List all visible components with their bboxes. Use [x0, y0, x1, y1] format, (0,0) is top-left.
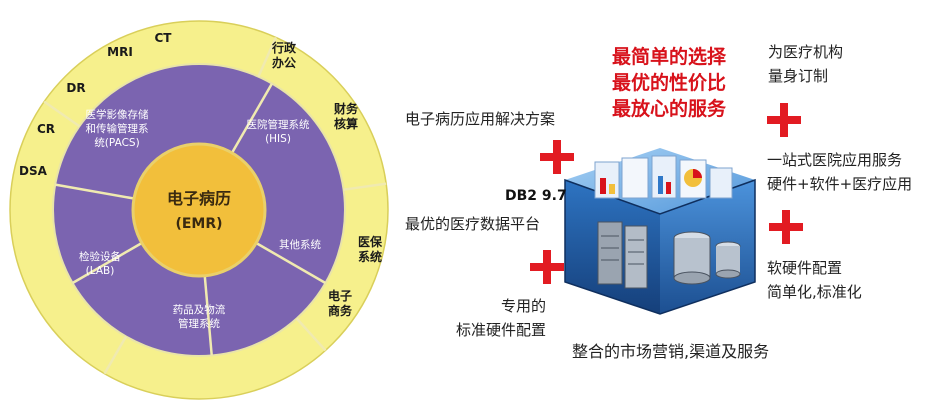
outer-label-dr: DR: [66, 81, 85, 95]
ring-divider: [43, 100, 81, 128]
slogan-best-value: 最优的性价比: [612, 72, 727, 94]
plus-icon: [530, 250, 564, 284]
slogan-simplest-choice: 最简单的选择: [612, 46, 727, 68]
dedicated-hardware-text: 专用的 标准硬件配置: [455, 297, 546, 339]
segment-pharmacy-label: 药品及物流管理系统: [173, 303, 226, 330]
center-subtitle: (EMR): [175, 216, 222, 232]
outer-label-mri: MRI: [107, 45, 133, 59]
ring-divider: [295, 317, 327, 352]
db2-title: DB2 9.7: [505, 188, 567, 204]
plus-icon: [767, 103, 801, 137]
outer-label-dsa: DSA: [19, 164, 48, 178]
tailored-text: 为医疗机构 量身订制: [768, 43, 844, 85]
config-text: 软硬件配置 简单化,标准化: [767, 259, 862, 301]
outer-label-finance: 财务核算: [333, 101, 359, 131]
db2-subtitle: 最优的医疗数据平台: [405, 215, 541, 233]
segment-his-label: 医院管理系统(HIS): [247, 118, 310, 145]
ring-divider: [203, 275, 213, 356]
plus-icon: [540, 140, 574, 174]
ring-divider: [230, 82, 274, 154]
ring-divider: [257, 36, 278, 78]
slogan-block: 最简单的选择 最优的性价比 最放心的服务: [612, 44, 726, 122]
outer-label-insurance: 医保系统: [358, 234, 383, 264]
ring-divider: [255, 241, 327, 285]
center-title: 电子病历: [167, 189, 231, 208]
ring-divider: [55, 183, 135, 200]
server-cube-icon: [564, 148, 756, 315]
ring-dividers: [43, 36, 387, 375]
segment-pacs-label: 医学影像存储和传输管理系统(PACS): [86, 108, 149, 149]
segment-other-label: 其他系统: [279, 238, 321, 251]
onestop-service-text: 一站式医院应用服务 硬件+软件+医疗应用: [767, 151, 913, 193]
ring-divider: [343, 182, 387, 191]
emr-solution-text: 电子病历应用解决方案: [405, 110, 556, 128]
outer-label-cr: CR: [37, 122, 55, 136]
bottom-caption: 整合的市场营销,渠道及服务: [572, 342, 770, 361]
center-circle: [131, 142, 267, 278]
ring-divider: [71, 241, 143, 285]
outer-label-ecommerce: 电子商务: [328, 288, 353, 318]
slogan-reliable-service: 最放心的服务: [612, 98, 727, 120]
segment-lab-label: 检验设备(LAB): [79, 250, 121, 277]
outer-label-ct: CT: [155, 31, 173, 45]
ring-divider: [103, 335, 128, 375]
outer-label-admin: 行政办公: [271, 40, 297, 70]
plus-icon: [769, 210, 803, 244]
